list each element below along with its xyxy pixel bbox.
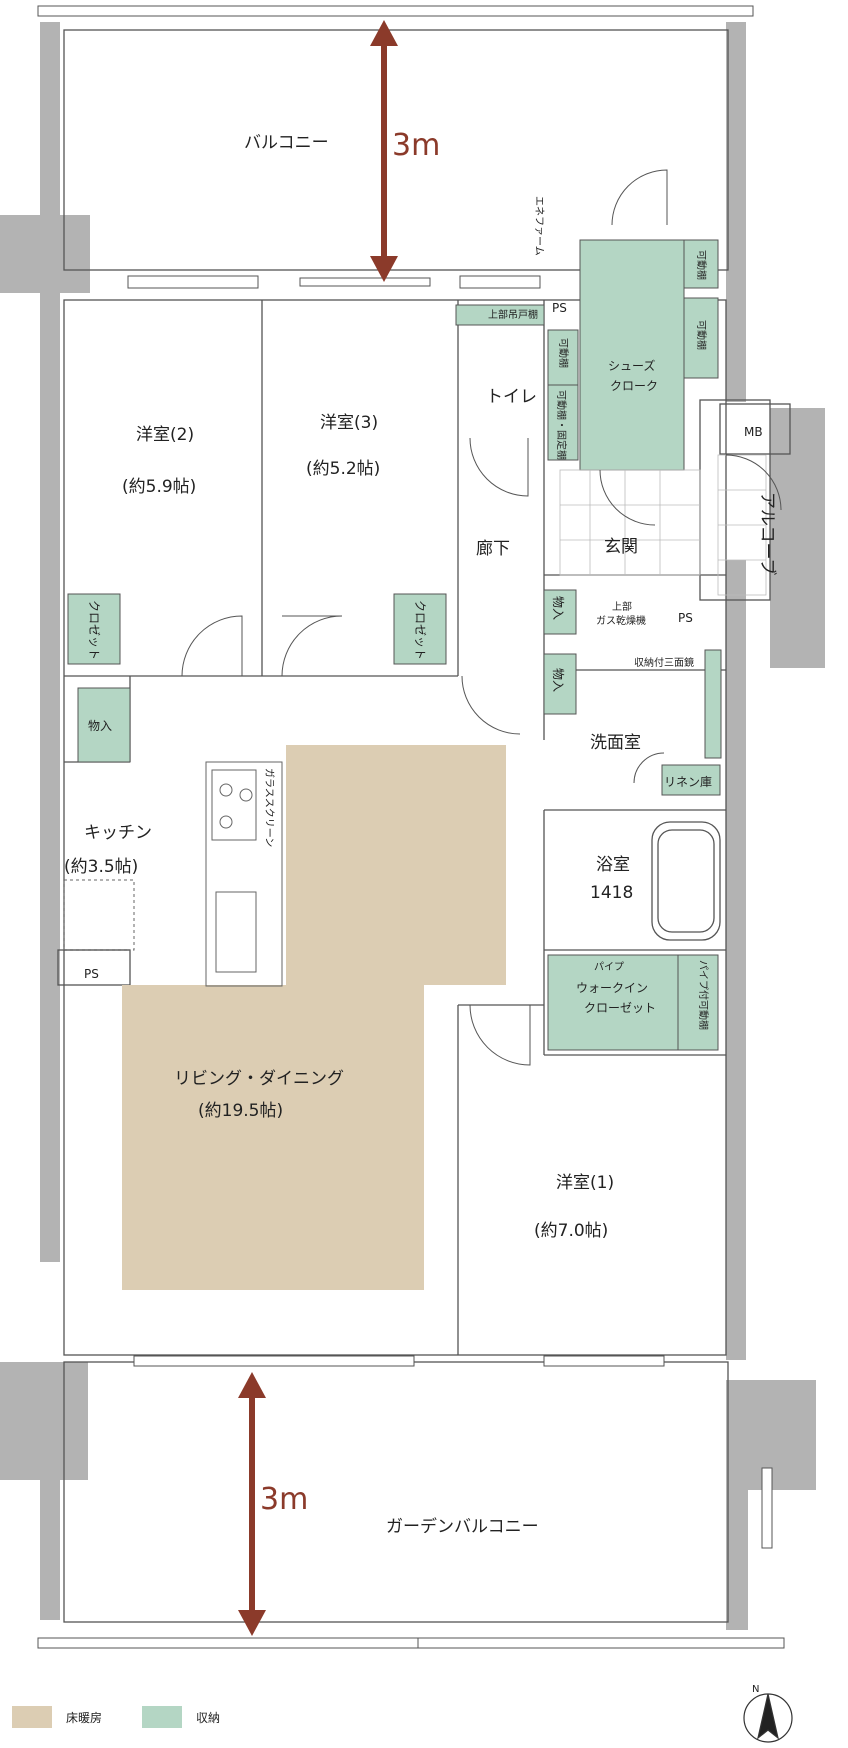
structural-walls — [0, 22, 825, 1630]
toilet-label: トイレ — [486, 387, 537, 407]
western2-size: (約5.9帖) — [122, 477, 196, 497]
movable-shelf-1: 可動棚 — [695, 250, 708, 280]
ps-label-entrance: PS — [678, 611, 693, 625]
door-swings — [181, 169, 782, 1066]
washroom-label: 洗面室 — [590, 733, 641, 753]
alcove-label: アルコーブ — [757, 492, 778, 575]
movable-fixed-shelf: 可動棚・固定棚 — [555, 390, 568, 460]
movable-shelf-3: 可動棚 — [557, 338, 570, 368]
walkin-1: ウォークイン — [576, 981, 648, 995]
compass-icon — [743, 1693, 793, 1743]
kitchen-counter — [63, 761, 283, 987]
ps-label-kitchen: PS — [84, 967, 99, 981]
storage-label-kitchen: 物入 — [88, 719, 112, 733]
mirror-label: 収納付三面鏡 — [634, 656, 694, 669]
ps-label-top: PS — [552, 301, 567, 315]
movable-shelf-2: 可動棚 — [695, 320, 708, 350]
kitchen-size: (約3.5帖) — [64, 857, 138, 877]
western2-name: 洋室(2) — [136, 425, 194, 445]
living-size: (約19.5帖) — [198, 1101, 283, 1121]
dryer-top-label: 上部 — [612, 600, 632, 613]
kitchen-name: キッチン — [84, 823, 152, 843]
shoes-cloak-2: クローク — [610, 379, 658, 393]
garden-balcony-label: ガーデンバルコニー — [386, 1516, 539, 1537]
windows — [127, 275, 773, 1549]
balcony-label: バルコニー — [244, 133, 329, 153]
corridor-label: 廊下 — [476, 539, 510, 559]
enefarm-label: エネファーム — [533, 196, 545, 256]
dimension-label-bottom: 3m — [260, 1482, 308, 1517]
living-name: リビング・ダイニング — [174, 1069, 344, 1089]
bathtub — [651, 821, 721, 941]
entrance-tiles — [559, 454, 767, 596]
western3-name: 洋室(3) — [320, 413, 378, 433]
compass-north-label: N — [752, 1684, 759, 1695]
pipe-shelf-label: パイプ付可動棚 — [697, 960, 710, 1030]
western3-size: (約5.2帖) — [306, 459, 380, 479]
western1-name: 洋室(1) — [556, 1173, 614, 1193]
linen-label: リネン庫 — [664, 775, 712, 789]
pipe-label: パイプ — [594, 961, 624, 973]
dryer-bottom-label: ガス乾燥機 — [596, 614, 646, 627]
legend-storage-label: 収納 — [196, 1711, 220, 1725]
legend-floor-heating-swatch — [12, 1706, 52, 1728]
walkin-2: クローゼット — [584, 1001, 656, 1015]
dimension-label-top: 3m — [392, 128, 440, 163]
storage-label-corridor-2: 物入 — [551, 668, 565, 692]
closet-label-left: クロゼット — [87, 600, 101, 660]
bath-size: 1418 — [590, 883, 633, 903]
storage-areas — [67, 239, 722, 1051]
dimension-arrow-bottom — [238, 1372, 266, 1636]
storage-label-corridor-1: 物入 — [551, 596, 565, 620]
western1-size: (約7.0帖) — [534, 1221, 608, 1241]
glass-screen-label: ガラススクリーン — [263, 768, 275, 847]
dimension-arrow-top — [370, 20, 398, 282]
closet-label-right: クロゼット — [413, 600, 427, 660]
shoes-cloak-1: シューズ — [608, 358, 655, 373]
balcony-railing-top — [37, 5, 785, 1649]
legend-storage-swatch — [142, 1706, 182, 1728]
mb-label: MB — [744, 425, 763, 439]
floor-heating-areas — [122, 745, 506, 1290]
bath-name: 浴室 — [596, 855, 630, 875]
legend-floor-heating-label: 床暖房 — [66, 1710, 102, 1725]
upper-cabinet-label: 上部吊戸棚 — [488, 308, 538, 321]
entrance-label: 玄関 — [604, 537, 638, 557]
